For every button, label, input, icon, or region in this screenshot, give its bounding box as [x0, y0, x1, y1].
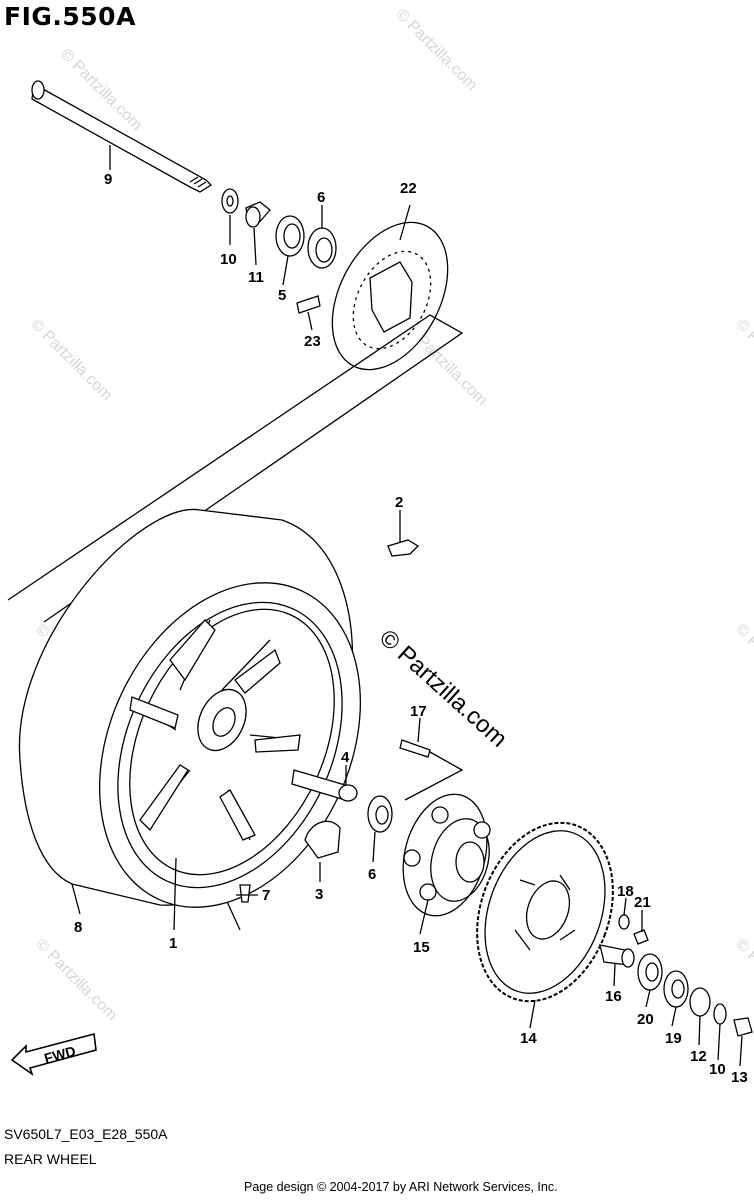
- leader-lines: [71, 145, 743, 1067]
- callout-5: 5: [278, 287, 286, 304]
- callout-14: 14: [520, 1030, 537, 1047]
- axle-nut: [733, 1017, 753, 1037]
- callout-22: 22: [400, 180, 417, 197]
- cush-damper: [304, 820, 341, 859]
- key-insert: [387, 539, 420, 557]
- figure-code: SV650L7_E03_E28_550A: [4, 1126, 168, 1142]
- spacer: [689, 987, 711, 1017]
- wheel-rim: [129, 608, 335, 876]
- callout-8: 8: [74, 919, 82, 936]
- callout-11: 11: [248, 269, 264, 286]
- projection-line: [404, 751, 464, 801]
- callout-labels: 9 10 11 5 6 22 23 2 17 4 6 3 7 8 1 15 18…: [74, 171, 748, 1086]
- callout-10: 10: [709, 1061, 726, 1078]
- bearing: [367, 795, 393, 833]
- callout-9: 9: [104, 171, 112, 188]
- fwd-arrow-icon: [10, 1032, 97, 1077]
- callout-13: 13: [731, 1069, 748, 1086]
- watermark: © Partzilla.com: [732, 936, 754, 1024]
- watermark: © Partzilla.com: [392, 6, 480, 94]
- fwd-badge-label: FWD: [42, 1043, 77, 1067]
- callout-2: 2: [395, 494, 403, 511]
- copyright-notice: Page design © 2004-2017 by ARI Network S…: [244, 1180, 558, 1194]
- projection-line: [7, 314, 464, 623]
- disc-bolt: [296, 295, 321, 314]
- tire: [18, 508, 361, 908]
- watermark: © Partzilla.com: [27, 316, 115, 404]
- callout-12: 12: [690, 1048, 707, 1065]
- watermark: © Partzilla.com: [732, 316, 754, 404]
- callout-20: 20: [637, 1011, 654, 1028]
- valve-stem: [239, 884, 251, 903]
- callout-3: 3: [315, 886, 323, 903]
- callout-17: 17: [410, 703, 427, 720]
- callout-1: 1: [169, 935, 177, 952]
- callout-18: 18: [617, 883, 634, 900]
- watermark: © Partzilla.com: [732, 621, 754, 709]
- rear-sprocket: [476, 821, 614, 1003]
- callout-23: 23: [304, 333, 321, 350]
- washer: [618, 914, 630, 930]
- figure-name: REAR WHEEL: [4, 1151, 97, 1167]
- axle: [31, 80, 213, 193]
- callout-15: 15: [413, 939, 430, 956]
- brake-disc: [331, 221, 449, 371]
- sprocket-bolt: [399, 739, 431, 758]
- collar: [599, 944, 635, 968]
- bearing: [307, 227, 337, 269]
- figure-title: FIG.550A: [4, 2, 136, 31]
- washer: [221, 188, 239, 214]
- callout-21: 21: [634, 894, 651, 911]
- nut: [633, 929, 649, 945]
- callout-7: 7: [262, 887, 270, 904]
- oil-seal: [275, 215, 305, 257]
- bearing: [637, 953, 663, 991]
- wheel-spacer: [291, 769, 358, 802]
- callout-16: 16: [605, 988, 622, 1005]
- callout-4: 4: [341, 749, 350, 766]
- callout-10: 10: [220, 251, 237, 268]
- watermark: © Partzilla.com: [32, 936, 120, 1024]
- callout-6: 6: [317, 189, 325, 206]
- callout-19: 19: [665, 1030, 682, 1047]
- washer: [713, 1003, 727, 1025]
- sprocket-drum: [402, 793, 491, 917]
- oil-seal: [663, 970, 689, 1008]
- watermark-center: © Partzilla.com: [374, 624, 512, 752]
- callout-6: 6: [368, 866, 376, 883]
- spacer: [245, 201, 271, 228]
